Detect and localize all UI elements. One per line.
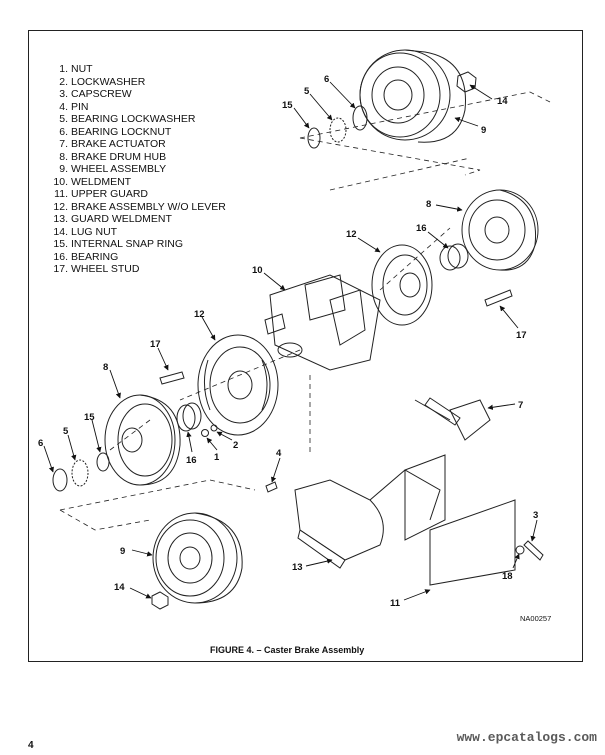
legend-item: 15.INTERNAL SNAP RING xyxy=(53,238,184,250)
bearing-lockwasher-left xyxy=(71,459,89,487)
callout-5-left: 5 xyxy=(63,426,69,437)
legend-item: 8.BRAKE DRUM HUB xyxy=(59,150,167,163)
callout-13: 13 xyxy=(292,562,303,573)
snap-ring-top xyxy=(307,127,321,149)
legend-item: 3.CAPSCREW xyxy=(59,88,132,100)
legend-item: 16.BEARING xyxy=(53,250,119,263)
legend-item: 6.BEARING LOCKNUT xyxy=(59,125,172,138)
bearing-lockwasher-top xyxy=(329,117,347,143)
legend-item: 14.LUG NUT xyxy=(53,225,118,238)
brake-assembly-left xyxy=(197,334,279,436)
brake-drum-hub-left xyxy=(104,394,181,486)
lug-nut-bottom xyxy=(151,591,169,610)
callout-1: 1 xyxy=(214,452,220,463)
callout-17-right: 17 xyxy=(516,330,527,341)
drawing-code: NA00257 xyxy=(520,614,552,623)
legend-item: 1.NUT xyxy=(59,63,93,75)
callout-15-top: 15 xyxy=(282,100,293,111)
legend-item: 17.WHEEL STUD xyxy=(53,263,140,275)
bearing-left xyxy=(176,402,202,432)
figure-frame xyxy=(28,30,583,662)
callout-16-right: 16 xyxy=(416,223,427,234)
alignment-lines xyxy=(59,91,551,531)
legend-item: 7.BRAKE ACTUATOR xyxy=(59,138,166,150)
upper-guard xyxy=(404,454,516,586)
legend-item: 5.BEARING LOCKWASHER xyxy=(59,113,196,125)
parts-legend: 1.NUT 2.LOCKWASHER 3.CAPSCREW 4.PIN 5.BE… xyxy=(52,63,226,276)
pin xyxy=(265,481,278,493)
brake-assembly-right xyxy=(371,244,433,326)
wheel-stud-right xyxy=(484,289,513,307)
callout-6-left: 6 xyxy=(38,438,43,449)
figure-caption: FIGURE 4. – Caster Brake Assembly xyxy=(210,645,365,655)
legend-item: 2.LOCKWASHER xyxy=(59,75,146,88)
callout-18: 18 xyxy=(502,571,513,582)
callout-8-right: 8 xyxy=(426,199,431,210)
callout-17-left: 17 xyxy=(150,339,161,350)
callout-14-bottom: 14 xyxy=(114,582,125,593)
callout-10: 10 xyxy=(252,265,263,276)
callout-12-right: 12 xyxy=(346,229,357,240)
callout-3: 3 xyxy=(533,510,538,521)
brake-drum-hub-right xyxy=(461,189,539,271)
legend-item: 11.UPPER GUARD xyxy=(54,188,149,200)
callout-5-top: 5 xyxy=(304,86,310,97)
callout-4: 4 xyxy=(276,448,282,459)
legend-item: 4.PIN xyxy=(59,100,89,113)
bearing-locknut-left xyxy=(52,468,68,492)
lockwasher-small xyxy=(210,424,218,432)
callout-12-left: 12 xyxy=(194,309,205,320)
snap-ring-left xyxy=(96,452,110,472)
callout-14-top: 14 xyxy=(497,96,508,107)
callout-15-left: 15 xyxy=(84,412,95,423)
brake-actuator xyxy=(414,397,491,441)
watermark-text: www.epcatalogs.com xyxy=(456,730,597,745)
callout-11: 11 xyxy=(390,598,401,609)
guard-weldment xyxy=(294,469,441,569)
legend-item: 13.GUARD WELDMENT xyxy=(53,213,172,225)
callout-16-left: 16 xyxy=(186,455,197,466)
page-number: 4 xyxy=(28,740,34,751)
legend-item: 9.WHEEL ASSEMBLY xyxy=(59,163,167,175)
callout-2: 2 xyxy=(233,440,238,451)
nut-small xyxy=(201,429,209,437)
wheel-assembly-bottom xyxy=(152,512,243,604)
callout-6-top: 6 xyxy=(324,74,329,85)
callout-9-bottom: 9 xyxy=(120,546,125,557)
bearing-locknut-top xyxy=(352,105,368,131)
weldment xyxy=(264,274,381,371)
leader-lines xyxy=(43,81,538,601)
legend-item: 12.BRAKE ASSEMBLY W/O LEVER xyxy=(53,200,226,213)
callout-9-top: 9 xyxy=(481,125,486,136)
bearing-right xyxy=(439,243,469,271)
callout-8-left: 8 xyxy=(103,362,108,373)
lockwasher-18 xyxy=(515,545,525,555)
legend-item: 10.WELDMENT xyxy=(53,175,132,188)
capscrew xyxy=(523,540,544,561)
wheel-assembly-top xyxy=(359,49,466,143)
callout-7: 7 xyxy=(518,400,523,411)
lug-nut-top xyxy=(456,71,477,93)
wheel-stud-left xyxy=(159,371,185,385)
